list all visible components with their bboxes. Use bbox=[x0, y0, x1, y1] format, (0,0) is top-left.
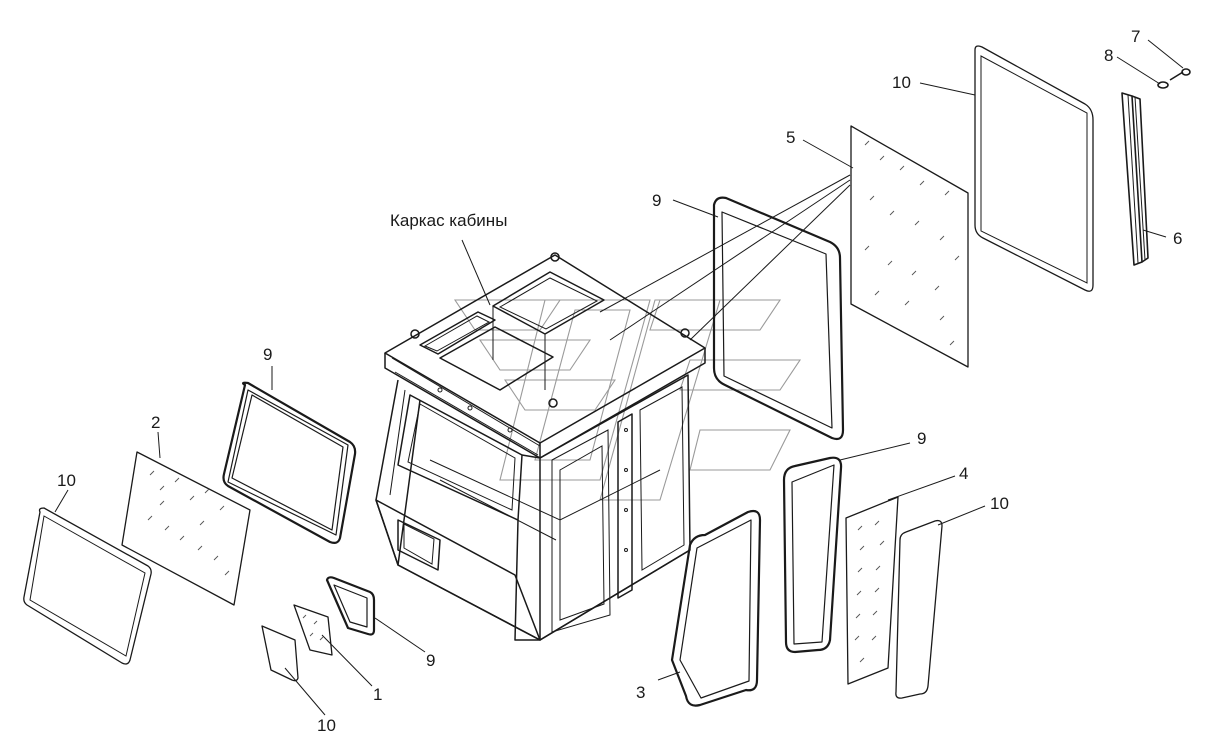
part-2-glass bbox=[121, 451, 251, 606]
part-10-right-glass bbox=[895, 519, 943, 699]
part-10-small-glass bbox=[261, 625, 299, 682]
part-3-seal bbox=[670, 509, 762, 707]
part-9-left-seal bbox=[222, 381, 357, 544]
label-3: 3 bbox=[636, 683, 645, 702]
leader-lines bbox=[54, 39, 1184, 716]
labels: Каркас кабины 9 2 10 9 1 10 3 9 4 10 9 5… bbox=[57, 27, 1182, 735]
part-10-left-glass bbox=[23, 507, 152, 665]
label-10-top: 10 bbox=[892, 73, 911, 92]
part-9-small-seal bbox=[325, 576, 376, 636]
part-1-small-glass bbox=[293, 604, 333, 656]
label-9-top: 9 bbox=[652, 191, 661, 210]
label-8: 8 bbox=[1104, 46, 1113, 65]
label-10-left: 10 bbox=[57, 471, 76, 490]
label-7: 7 bbox=[1131, 27, 1140, 46]
cab-frame bbox=[375, 252, 706, 641]
label-9-right: 9 bbox=[917, 429, 926, 448]
part-7-screw bbox=[1169, 68, 1191, 81]
label-cab-frame: Каркас кабины bbox=[390, 211, 507, 230]
assembly-lines bbox=[599, 174, 851, 341]
label-10-small: 10 bbox=[317, 716, 336, 735]
label-4: 4 bbox=[959, 464, 968, 483]
part-6-rail bbox=[1121, 92, 1149, 266]
label-9-small: 9 bbox=[426, 651, 435, 670]
part-5-glass bbox=[850, 125, 969, 368]
label-6: 6 bbox=[1173, 229, 1182, 248]
part-9-right-seal bbox=[782, 456, 843, 654]
part-8-washer bbox=[1157, 81, 1169, 89]
label-2: 2 bbox=[151, 413, 160, 432]
label-9-left: 9 bbox=[263, 345, 272, 364]
label-10-right: 10 bbox=[990, 494, 1009, 513]
part-10-top-glass bbox=[974, 45, 1094, 292]
part-9-top-seal bbox=[712, 196, 845, 441]
part-4-glass bbox=[845, 496, 899, 685]
label-5: 5 bbox=[786, 128, 795, 147]
label-1: 1 bbox=[373, 685, 382, 704]
